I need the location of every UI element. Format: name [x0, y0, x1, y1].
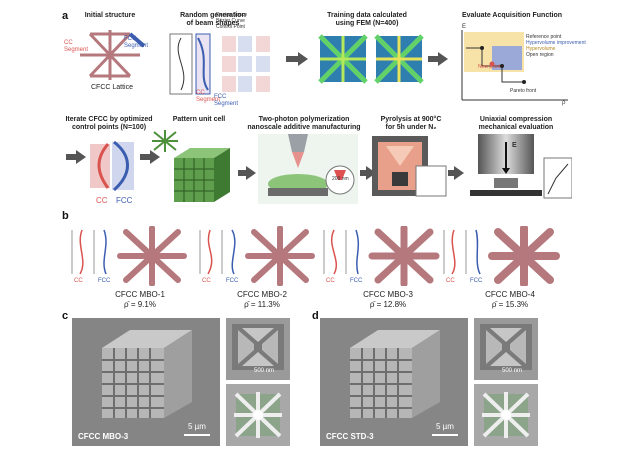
- mbo-item-4: CC FCC: [438, 226, 566, 294]
- sem-d-label: CFCC STD-3: [326, 432, 374, 441]
- acquisition-function-plot: [461, 30, 568, 101]
- step2-legend-item: Bézier Curve: [216, 18, 245, 24]
- patterned-lattice-block: [174, 148, 230, 202]
- two-photon-printing-scene: [258, 134, 358, 204]
- mbo4-lattice: [488, 226, 560, 286]
- unit-cell-icon: [152, 130, 178, 152]
- mbo3-density: ρ̄ = 12.8%: [369, 300, 407, 309]
- sem-c-inset-top: 500 nm: [226, 318, 290, 380]
- step2-legend-item: Control Point: [216, 24, 245, 30]
- beam-shapes-plots: [169, 33, 270, 95]
- sem-d-inset-top: 500 nm: [474, 318, 538, 380]
- sem-c-scale: 5 µm: [188, 422, 206, 431]
- step1-fcc-label: FCC Segment: [124, 36, 149, 49]
- step2-legend-item: Design Space: [216, 12, 248, 18]
- sem-c-inset-scale: 500 nm: [254, 368, 275, 374]
- mbo1-fcc: FCC: [98, 278, 111, 284]
- legend-hv-improvement: Hypervolume improvement: [526, 40, 586, 46]
- mbo4-name: CFCC MBO-4: [485, 290, 535, 299]
- sem-d-inset-bottom: [474, 384, 538, 446]
- mbo4-segment-plot: [443, 229, 481, 275]
- pareto-front-label: Pareto front: [510, 88, 537, 94]
- mbo4-fcc: FCC: [470, 278, 483, 284]
- mbo1-name: CFCC MBO-1: [115, 290, 165, 299]
- step9-axis: E: [512, 142, 517, 149]
- step9-title: Uniaxial compression mechanical evaluati…: [478, 116, 554, 131]
- sem-c-scalebar: [184, 434, 210, 436]
- fem-training-data: [318, 34, 424, 84]
- mbo3-fcc: FCC: [350, 278, 363, 284]
- compression-test-scene: [470, 134, 572, 199]
- step5-title: Iterate CFCC by optimized control points…: [65, 116, 153, 131]
- sem-c-node-bottom: [234, 392, 282, 438]
- sem-d-scale: 5 µm: [436, 422, 454, 431]
- sem-d-inset-scale: 500 nm: [502, 368, 523, 374]
- legend-reference-point: Reference point: [526, 34, 562, 40]
- step1-cc-label: CC Segment: [64, 40, 89, 53]
- new-point-label: New point: [478, 64, 501, 70]
- step4-axis-x: ρ̄: [562, 100, 566, 106]
- mbo2-segment-plot: [199, 229, 236, 275]
- step1-title: Initial structure: [84, 12, 136, 19]
- mbo4-caption: CFCC MBO-4 ρ̄ = 15.3%: [470, 290, 550, 310]
- mbo3-name: CFCC MBO-3: [363, 290, 413, 299]
- initial-structure-lattice: [80, 30, 146, 80]
- mbo-item-1: CC FCC: [66, 226, 194, 294]
- sem-lattice-cube-d: [350, 330, 440, 418]
- mbo-item-3: CC FCC: [318, 226, 446, 294]
- sem-c-label: CFCC MBO-3: [78, 432, 129, 441]
- mbo2-name: CFCC MBO-2: [237, 290, 287, 299]
- step5-cc-label: CC: [96, 196, 108, 205]
- panel-a-label: a: [62, 10, 69, 22]
- mbo3-caption: CFCC MBO-3 ρ̄ = 12.8%: [348, 290, 428, 310]
- mbo2-fcc: FCC: [226, 278, 239, 284]
- step2-cc-label: CC Segment: [196, 90, 221, 103]
- mbo2-cc: CC: [202, 278, 211, 284]
- step6-title: Pattern unit cell: [172, 116, 226, 123]
- sem-d-scalebar: [432, 434, 458, 436]
- mbo1-lattice: [117, 226, 187, 286]
- mbo2-caption: CFCC MBO-2 ρ̄ = 11.3%: [222, 290, 302, 310]
- legend-hypervolume: Hypervolume: [526, 46, 556, 52]
- panel-c-label: c: [62, 310, 69, 322]
- panel-b-label: b: [62, 210, 69, 222]
- step5-fcc-label: FCC: [116, 196, 133, 205]
- step4-title: Evaluate Acquisition Function: [461, 12, 563, 19]
- pyrolysis-furnace: [372, 136, 447, 197]
- step1-caption: CFCC Lattice: [90, 84, 133, 91]
- mbo1-density: ρ̄ = 9.1%: [124, 300, 156, 309]
- mbo3-lattice: [368, 226, 440, 286]
- step4-legend: Reference point Hypervolume improvement …: [526, 34, 586, 58]
- sem-image-mbo3: CFCC MBO-3 5 µm: [72, 318, 220, 446]
- step2-fcc-label: FCC Segment: [214, 94, 239, 107]
- mbo3-cc: CC: [326, 278, 335, 284]
- mbo1-cc: CC: [74, 278, 83, 284]
- mbo4-cc: CC: [446, 278, 455, 284]
- step3-title: Training data calculated using FEM (N=40…: [327, 12, 407, 27]
- mbo2-lattice: [245, 226, 315, 286]
- sem-d-node-bottom: [482, 392, 530, 438]
- legend-open-region: Open region: [526, 52, 554, 58]
- step7-scale: 200 nm: [332, 176, 349, 182]
- step7-title: Two-photon polymerization nanoscale addi…: [247, 116, 361, 131]
- step4-axis-y: E: [462, 24, 467, 30]
- mbo2-density: ρ̄ = 11.3%: [244, 300, 280, 309]
- sem-d-node-top: [480, 324, 532, 370]
- mbo-item-2: CC FCC: [194, 226, 322, 294]
- step2-title: Random generation of beam shapes: [180, 12, 246, 27]
- mbo4-density: ρ̄ = 15.3%: [491, 300, 529, 309]
- mbo1-caption: CFCC MBO-1 ρ̄ = 9.1%: [100, 290, 180, 310]
- step8-title: Pyrolysis at 900°C for 5h under N₂: [380, 116, 442, 131]
- panel-d-label: d: [312, 310, 319, 322]
- mbo1-segment-plot: [71, 229, 107, 275]
- sem-lattice-cube-c: [102, 330, 192, 418]
- mbo3-segment-plot: [323, 229, 360, 275]
- sem-c-inset-bottom: [226, 384, 290, 446]
- optimized-segments: [90, 140, 134, 192]
- sem-image-std3: CFCC STD-3 5 µm: [320, 318, 468, 446]
- sem-c-node-top: [232, 324, 284, 370]
